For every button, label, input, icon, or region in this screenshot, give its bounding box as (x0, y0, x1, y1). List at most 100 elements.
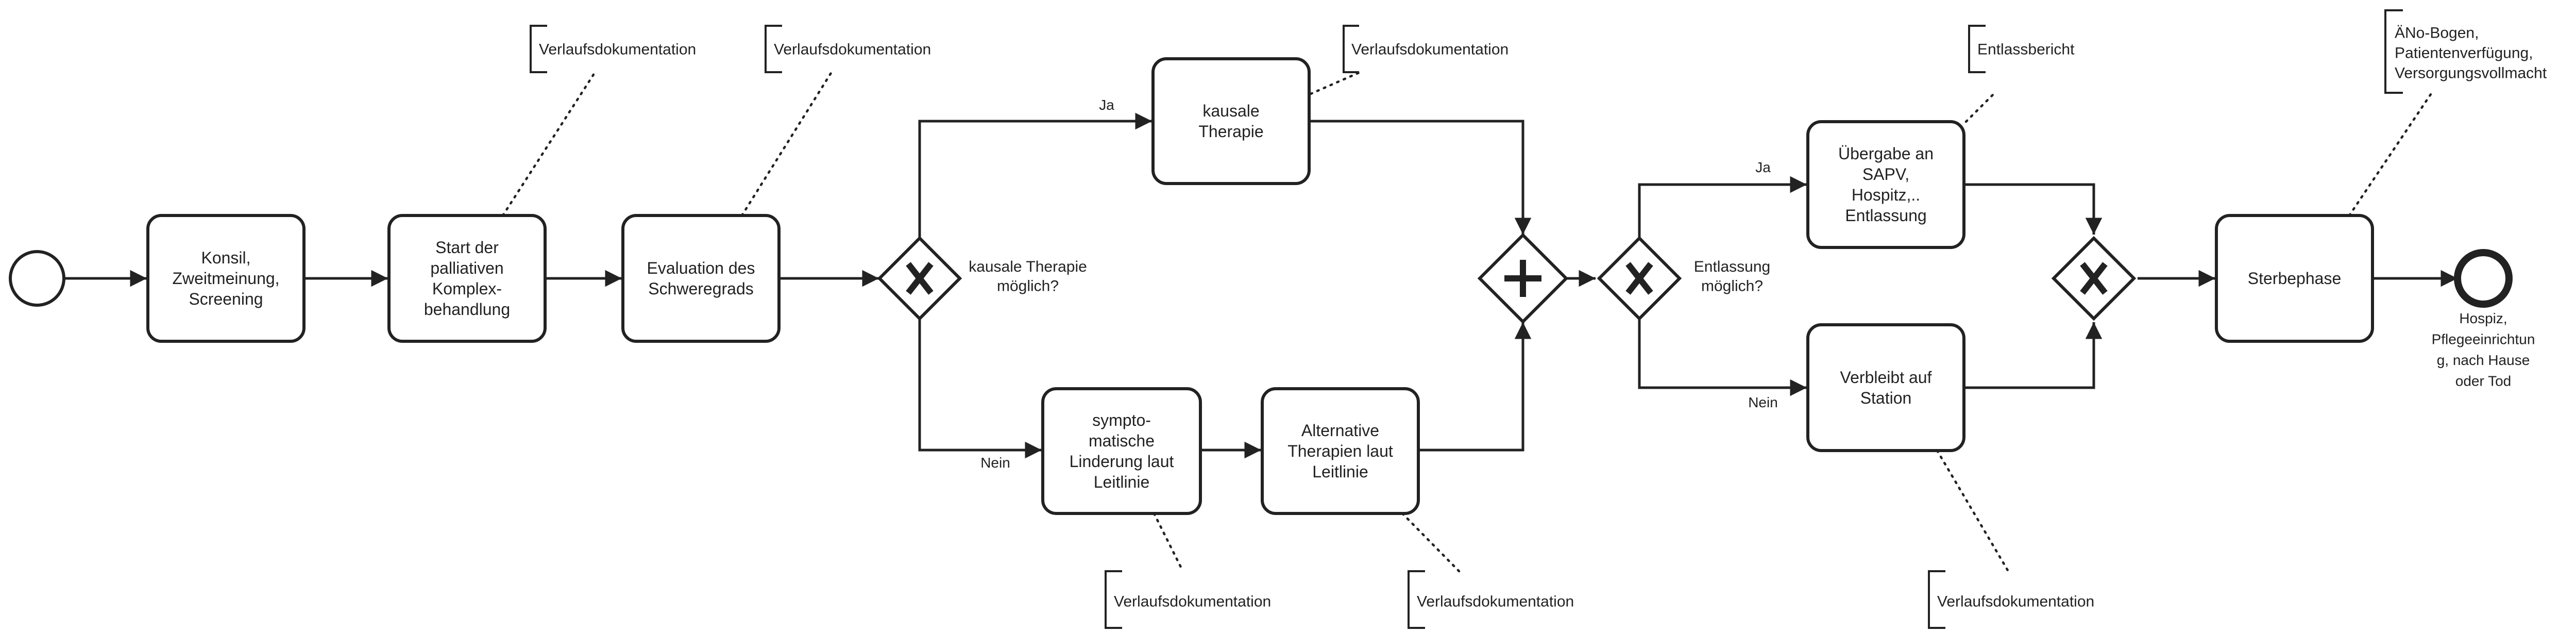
annotation-text-verbleibt: Verlaufsdokumentation (1937, 593, 2094, 610)
text-line: Konsil, (201, 248, 250, 267)
text-line: matische (1089, 431, 1155, 450)
text-line: Therapie (1198, 122, 1263, 141)
task-label: Konsil, Zweitmeinung, Screening (172, 248, 279, 308)
text-line: Screening (189, 290, 263, 308)
flow-gateway-to-verbleibt (1638, 319, 1807, 396)
annotation-bracket-alternativ (1408, 570, 1425, 629)
start-event-circle-icon (9, 250, 65, 307)
end-event-label: Hospiz, Pflegeeinrichtun g, nach Hause oder… (2432, 310, 2535, 389)
annotation-text-alternativ: Verlaufsdokumentation (1417, 593, 1574, 610)
text-line: Evaluation des (647, 259, 755, 277)
text-line: Verlaufsdokumentation (774, 41, 931, 58)
text-line: Verlaufsdokumentation (1937, 593, 2094, 610)
task-konsil: Konsil, Zweitmeinung, Screening (146, 214, 306, 343)
annotation-bracket-sympto (1105, 570, 1122, 629)
gateway-label-therapy: kausale Therapie möglich? (969, 258, 1087, 295)
task-uebergabe: Übergabe an SAPV, Hospitz,.. Entlassung (1806, 120, 1965, 249)
exclusive-gateway-x-icon (906, 262, 934, 295)
exclusive-gateway-x-icon (1625, 262, 1653, 295)
text-line: ÄNo-Bogen, (2395, 25, 2479, 42)
text-line: Hospiz, (2459, 310, 2507, 326)
text-line: Komplex- (432, 279, 502, 298)
task-label: Sterbephase (2248, 269, 2341, 288)
text-line: Übergabe an (1838, 144, 1934, 163)
association-sympto (1153, 512, 1184, 573)
annotation-text-kausal: Verlaufsdokumentation (1351, 41, 1509, 58)
text-line: Hospitz,.. (1852, 186, 1920, 204)
task-sterbephase: Sterbephase (2215, 214, 2374, 343)
text-line: Versorgungsvollmacht (2395, 65, 2547, 82)
text-line: Entlassung (1845, 206, 1926, 225)
text-line: SAPV, (1862, 165, 1909, 184)
annotation-brackets (530, 9, 2403, 629)
text-line: Alternative (1301, 421, 1379, 440)
text-line: Start der (435, 238, 499, 257)
association-kausal (1309, 71, 1362, 95)
annotation-bracket-verbleibt (1928, 570, 1945, 629)
parallel-gateway-plus-icon (1504, 260, 1541, 297)
text-line: Verlaufsdokumentation (1417, 593, 1574, 610)
text-line: Entlassbericht (1977, 41, 2075, 58)
text-line: Therapien laut (1287, 442, 1393, 460)
text-line: g, nach Hause (2437, 352, 2530, 368)
text-line: palliativen (430, 259, 503, 277)
parallel-gateway-join (1477, 233, 1569, 324)
text-line: möglich? (997, 277, 1059, 294)
text-line: Entlassung (1694, 258, 1770, 275)
association-uebergabe (1964, 91, 1996, 123)
associations (501, 71, 2433, 573)
gateway-label-discharge: Entlassung möglich? (1694, 258, 1770, 295)
text-line: Verlaufsdokumentation (1351, 41, 1509, 58)
text-line: behandlung (424, 300, 510, 319)
text-line: Verlaufsdokumentation (1114, 593, 1271, 610)
flow-gateway-to-sympto (918, 319, 1042, 459)
flow-gateway-to-kausal (918, 112, 1152, 238)
association-alternativ (1401, 512, 1461, 573)
exclusive-gateway-merge (2051, 236, 2137, 321)
exclusive-gateway-therapy (877, 236, 962, 321)
association-evaluation (740, 71, 833, 217)
text-line: Sterbephase (2248, 269, 2341, 288)
flow-label-therapy-no: Nein (980, 455, 1010, 471)
task-label: Übergabe an SAPV, Hospitz,.. Entlassung (1838, 144, 1934, 225)
annotation-text-evaluation: Verlaufsdokumentation (774, 41, 931, 58)
association-sterbephase (2348, 91, 2433, 217)
annotation-bracket-kausal (1343, 25, 1359, 73)
text-line: Pflegeeinrichtun (2432, 331, 2535, 347)
text-line: Leitlinie (1094, 473, 1150, 491)
text-line: Schweregrads (648, 279, 754, 298)
text-line: kausale (1202, 102, 1259, 120)
sequence-flows (64, 112, 2458, 459)
text-line: Patientenverfügung, (2395, 45, 2533, 62)
flow-gateway-to-uebergabe (1638, 176, 1807, 238)
flow-label-discharge-yes: Ja (1755, 159, 1771, 175)
annotation-text-sterbephase: ÄNo-Bogen, Patientenverfügung, Versorgungs… (2395, 25, 2547, 82)
text-line: oder Tod (2455, 373, 2511, 389)
text-line: möglich? (1701, 277, 1763, 294)
annotation-bracket-sterbephase (2384, 9, 2403, 94)
text-line: kausale Therapie (969, 258, 1087, 275)
end-event-circle-icon (2454, 249, 2513, 308)
annotation-text-start: Verlaufsdokumentation (539, 41, 696, 58)
text-line: sympto- (1092, 411, 1151, 429)
flow-uebergabe-to-merge (1964, 183, 2103, 235)
text-line: Zweitmeinung, (172, 269, 279, 288)
exclusive-gateway-discharge (1597, 236, 1682, 321)
flow-kausal-to-parallel (1309, 120, 1532, 235)
text-line: Linderung laut (1070, 452, 1174, 471)
exclusive-gateway-x-icon (2080, 262, 2108, 295)
annotation-text-sympto: Verlaufsdokumentation (1114, 593, 1271, 610)
flow-label-discharge-no: Nein (1748, 394, 1778, 410)
